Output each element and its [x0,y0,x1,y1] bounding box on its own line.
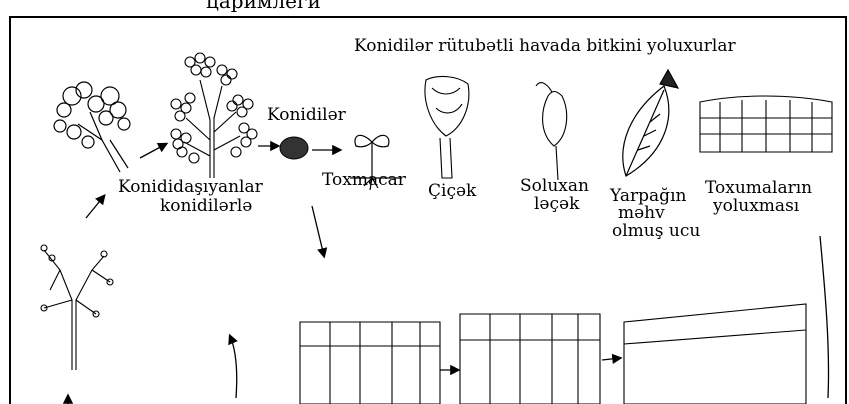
header-caption: Konidilər rütubətli havada bitkini yolux… [354,38,736,55]
label-wilted-1: Soluxan [520,178,589,195]
arrow-up-left [86,196,104,218]
label-conidiophores-1: Konididaşıyanlar [118,179,263,196]
label-tissue-2: yoluxması [713,198,799,215]
flower-sketch [425,77,469,178]
label-tissue-1: Toxumaların [705,180,812,197]
arrow-down-to-panels [312,206,324,256]
arrow-right-edge [820,236,829,398]
conidiophore-branch-sketch [54,82,130,172]
wilted-bud-sketch [536,83,567,180]
label-seedling: Toxmacar [322,172,406,189]
conidiophores-sketch [171,53,257,178]
arrow-up-center [230,336,237,398]
arrow-branch-to-conidiophores [140,144,166,158]
conidia-blob [280,137,308,159]
label-conidiophores-2: konidilərlə [160,198,252,215]
leaf-sketch [623,70,678,176]
label-leaf-3: olmuş ucu [612,223,700,240]
label-leaf-2: məhv [618,205,665,222]
label-conidia: Konidilər [267,107,346,124]
mycelium-sketch [41,245,113,370]
label-wilted-2: ləçək [534,196,579,213]
label-flower: Çiçək [428,183,476,200]
arrow-panel2-to-3 [602,358,620,360]
infection-panels-sketch [300,304,806,404]
tissue-section-sketch [700,96,832,152]
